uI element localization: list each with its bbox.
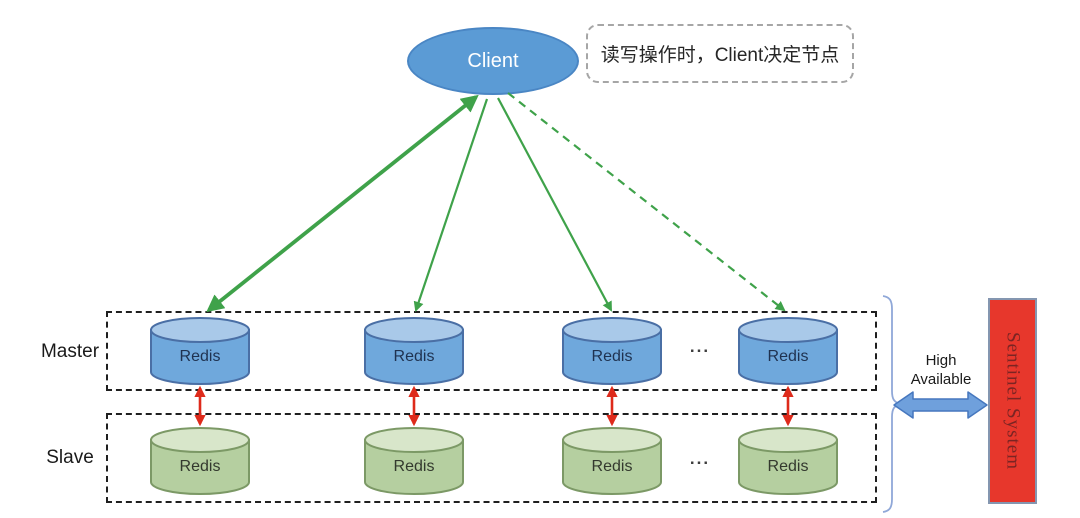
client-master4-dashed-arrow [507,92,786,312]
slave-row-label: Slave [46,447,94,468]
master-row-label: Master [40,341,100,362]
sentinel-system-label: Sentinel System [1002,332,1024,470]
ha-double-arrow [893,391,988,419]
group-brace [882,295,903,513]
client-node: Client [407,27,579,95]
slave-group-box [106,413,877,503]
annotation-text: 读写操作时，Client决定节点 [600,45,840,66]
client-label: Client [467,49,519,72]
master-more-nodes-ellipsis: ... [689,337,711,356]
client-master1-arrow [206,94,479,313]
master-group-box [106,311,877,391]
annotation-note: 读写操作时，Client决定节点 [586,24,854,83]
high-available-label: High Available [910,352,972,388]
sentinel-system-box: Sentinel System [988,298,1037,504]
client-master2-arrow [413,98,489,312]
client-master3-arrow [497,97,612,312]
slave-more-nodes-ellipsis: ... [689,449,711,468]
